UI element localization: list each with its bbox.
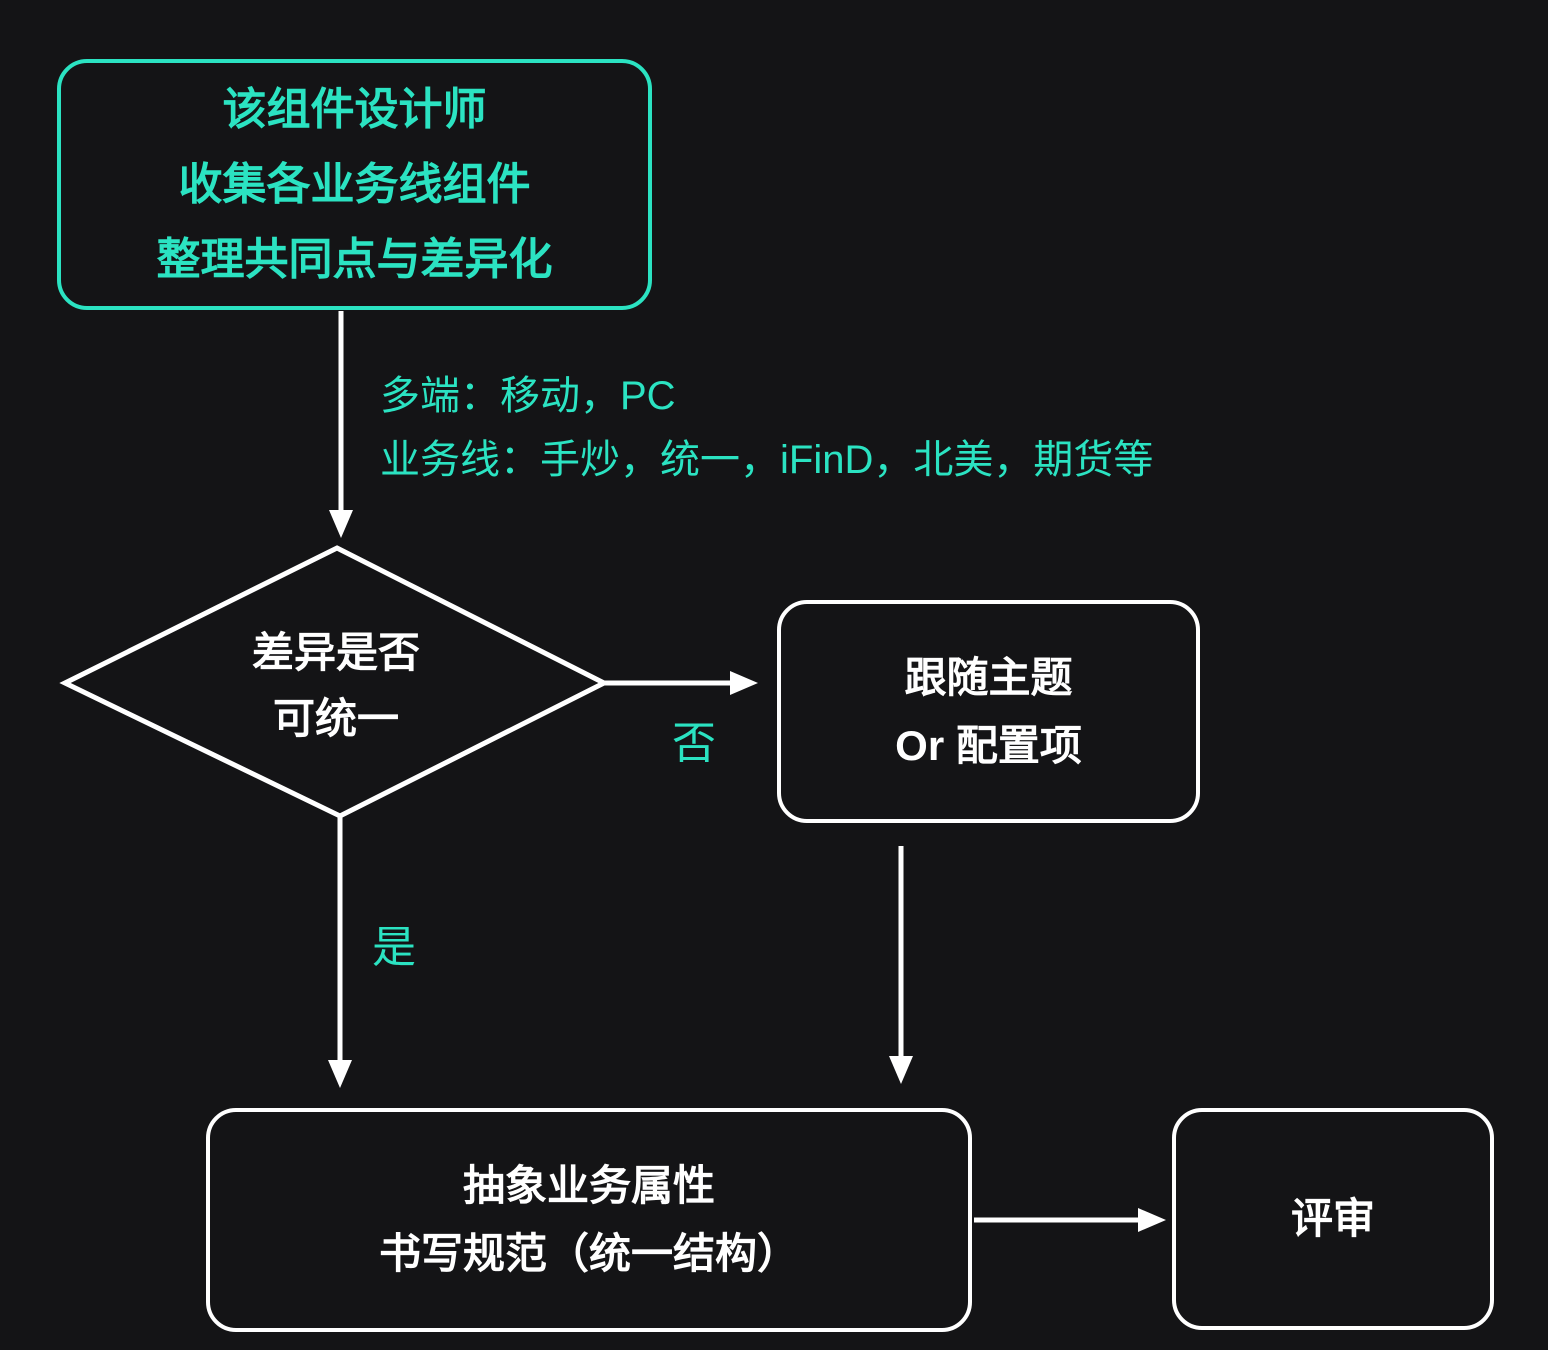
node-abstract-spec-label: 抽象业务属性 书写规范（统一结构） [378, 1162, 799, 1277]
branch-label-no: 否 [672, 719, 716, 768]
node-collect-components-label: 该组件设计师 收集各业务线组件 整理共同点与差异化 [156, 85, 553, 284]
node-theme-or-config: 跟随主题 Or 配置项 [777, 600, 1200, 823]
annotation-platforms-businesslines: 多端：移动，PC 业务线：手炒，统一，iFinD，北美，期货等 [380, 374, 1154, 482]
node-collect-components: 该组件设计师 收集各业务线组件 整理共同点与差异化 [57, 59, 652, 310]
node-review-label: 评审 [1290, 1195, 1375, 1242]
node-theme-or-config-label: 跟随主题 Or 配置项 [895, 653, 1082, 769]
branch-label-yes: 是 [372, 923, 416, 972]
node-abstract-spec: 抽象业务属性 书写规范（统一结构） [206, 1108, 972, 1332]
node-decision-label: 差异是否 可统一 [251, 629, 420, 742]
node-review: 评审 [1172, 1108, 1494, 1330]
